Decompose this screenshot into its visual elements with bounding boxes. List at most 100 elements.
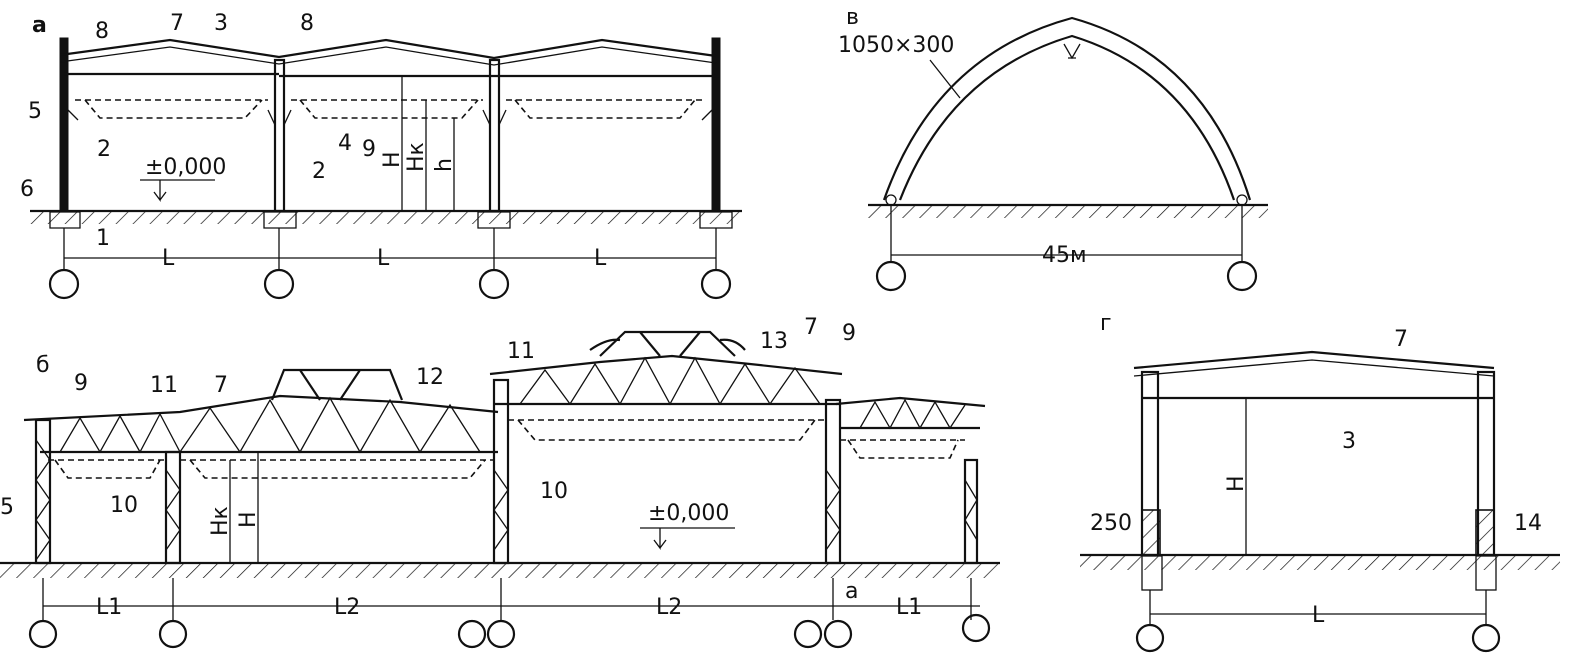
panel-v-letter: в <box>846 5 859 30</box>
panel-a-letter: а <box>32 13 47 38</box>
panel-b-label-9b: 9 <box>842 321 856 346</box>
panel-b-span-L1a: L1 <box>96 595 122 620</box>
panel-a-Hk-label: Hк <box>404 142 429 172</box>
panel-b-axis-bubble-4a <box>793 619 823 649</box>
panel-a-axis-lines <box>63 228 717 270</box>
panel-g-roof-slab <box>1133 359 1495 377</box>
panel-b-span-L1b: L1 <box>896 595 922 620</box>
panel-b-label-5: 5 <box>0 495 14 520</box>
panel-b-multi-span-frame: б Hк H ±0,000 <box>0 315 1000 649</box>
panel-a-H-label: H <box>380 151 405 168</box>
panel-g-ground-hatch <box>1080 556 1560 570</box>
panel-b-label-11a: 11 <box>150 373 178 398</box>
panel-a-axis-bubble-4 <box>700 268 732 300</box>
panel-a-label-1: 1 <box>96 226 110 251</box>
panel-a-three-span-frame: а H Hк h ±0,000 <box>20 11 742 300</box>
panel-a-axis-bubble-1 <box>48 268 80 300</box>
panel-b-column-4 <box>824 398 842 565</box>
panel-g-foundation-left <box>1141 555 1163 591</box>
panel-b-column-3 <box>492 378 510 565</box>
panel-b-column-1 <box>34 418 52 565</box>
panel-a-middle-column-1 <box>273 58 286 213</box>
panel-v-axis-lines <box>890 205 1243 262</box>
panel-b-label-12: 12 <box>416 365 444 390</box>
panel-b-offset-a: a <box>845 579 858 604</box>
panel-b-label-11b: 11 <box>507 339 535 364</box>
panel-g-axis-bubble-2 <box>1471 623 1501 653</box>
panel-b-truss-mid-top <box>489 354 843 376</box>
panel-v-hinge-right <box>1236 194 1248 206</box>
panel-g-axis-lines <box>1149 590 1487 626</box>
panel-a-crane-3 <box>506 99 702 119</box>
panel-a-label-5: 5 <box>28 99 42 124</box>
panel-a-crane-2 <box>291 99 483 119</box>
panel-a-label-2a: 2 <box>97 137 111 162</box>
panel-a-axis-bubble-2 <box>263 268 295 300</box>
panel-g-label-3: 3 <box>1342 429 1356 454</box>
panel-a-crane-1 <box>75 99 268 119</box>
panel-v-arch-inner <box>898 34 1236 201</box>
panel-a-label-2b: 2 <box>312 159 326 184</box>
panel-v-arch-outer <box>882 16 1252 201</box>
panel-g-label-250: 250 <box>1090 511 1132 536</box>
panel-b-span-L2b: L2 <box>656 595 682 620</box>
panel-v-ridge-joint <box>1063 43 1081 60</box>
panel-a-label-4: 4 <box>338 131 352 156</box>
panel-a-edge-column-left <box>59 37 69 212</box>
panel-b-axis-bubble-1 <box>28 619 58 649</box>
panel-a-roof-slab <box>59 46 717 66</box>
panel-v-section-leader <box>929 59 961 99</box>
panel-b-crane-1 <box>48 459 166 479</box>
panel-g-roof <box>1133 350 1495 370</box>
panel-a-axis-bubble-3 <box>478 268 510 300</box>
panel-b-truss-mid-web <box>519 356 821 406</box>
panel-b-label-10a: 10 <box>110 493 138 518</box>
panel-b-label-10b: 10 <box>540 479 568 504</box>
panel-g-single-span: г H L 7 3 250 14 <box>1080 311 1560 653</box>
panel-a-roof <box>59 38 717 60</box>
panel-g-H-label: H <box>1224 475 1249 492</box>
panel-a-zero-mark: ±0,000 <box>145 155 226 180</box>
panel-a-ground-hatch <box>30 212 742 224</box>
panel-v-arch: в 1050×300 45м <box>838 5 1268 292</box>
panel-b-lantern-12 <box>270 368 404 401</box>
panel-v-ground-hatch <box>868 206 1268 218</box>
panel-b-axis-lines <box>42 578 972 620</box>
panel-b-crane-3 <box>508 419 826 441</box>
panel-g-label-7: 7 <box>1394 327 1408 352</box>
panel-a-foundations <box>49 211 733 229</box>
panel-b-truss-left-web <box>59 396 481 454</box>
panel-b-axis-bubble-4b <box>823 619 853 649</box>
panel-b-zero-mark: ±0,000 <box>648 501 729 526</box>
panel-b-axis-bubble-3a <box>457 619 487 649</box>
panel-v-hinge-left <box>885 194 897 206</box>
panel-b-crane-4 <box>840 439 965 459</box>
panel-a-zero-arrow <box>140 179 215 202</box>
panel-a-span-L2: L <box>377 246 390 271</box>
panel-b-axis-bubble-2 <box>158 619 188 649</box>
panel-b-axis-bubble-5 <box>961 613 991 643</box>
panel-a-span-L3: L <box>594 246 607 271</box>
panel-b-crane-2 <box>180 459 494 479</box>
panel-a-label-3: 3 <box>214 11 228 36</box>
panel-g-axis-bubble-1 <box>1135 623 1165 653</box>
panel-a-label-6: 6 <box>20 177 34 202</box>
panel-g-pilaster-left <box>1141 509 1161 556</box>
panel-b-ground-hatch <box>0 564 1000 578</box>
panel-b-label-13: 13 <box>760 329 788 354</box>
panel-v-section-label: 1050×300 <box>838 33 954 58</box>
panel-a-corbels <box>67 109 713 126</box>
panel-b-column-lattice <box>35 439 978 561</box>
panel-b-span-L2a: L2 <box>334 595 360 620</box>
panel-b-label-7b: 7 <box>804 315 818 340</box>
panel-a-edge-column-right <box>711 37 721 212</box>
panel-a-label-7: 7 <box>170 11 184 36</box>
panel-a-h-label: h <box>432 158 457 172</box>
panel-v-axis-bubble-2 <box>1226 260 1258 292</box>
panel-v-span-label: 45м <box>1042 243 1087 268</box>
panel-a-label-8b: 8 <box>300 11 314 36</box>
panel-g-pilaster-right <box>1475 509 1495 556</box>
panel-b-zero-arrow <box>640 527 735 550</box>
panel-g-label-14: 14 <box>1514 511 1542 536</box>
